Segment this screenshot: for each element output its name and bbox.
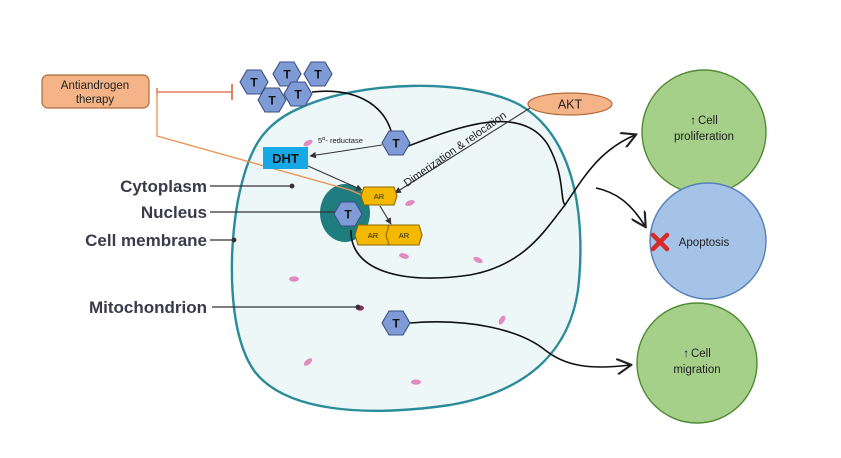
testosterone-label: T bbox=[392, 317, 400, 331]
mitochondrion bbox=[498, 315, 506, 325]
cell-membrane-shape bbox=[230, 84, 582, 412]
cell-migration-line1: ↑Cell bbox=[683, 348, 711, 360]
nucleus-label: Nucleus bbox=[141, 203, 207, 222]
cell-migration-circle bbox=[636, 302, 758, 424]
androgen-receptor-dimer: AR AR bbox=[354, 224, 423, 246]
ar-translocation-path bbox=[350, 135, 635, 279]
testosterone-label: T bbox=[392, 137, 400, 151]
cell-proliferation-line2: proliferation bbox=[674, 131, 734, 143]
testosterone-label: T bbox=[294, 88, 302, 102]
reductase-arrow bbox=[309, 144, 383, 159]
akt-to-ar-arrow bbox=[394, 107, 531, 194]
testosterone-hexagon: T bbox=[272, 61, 302, 87]
apoptosis-label: Apoptosis bbox=[679, 237, 730, 249]
right-loop-path bbox=[397, 120, 566, 206]
mitochondrion-pointer-dot bbox=[355, 304, 361, 310]
antiandrogen-therapy-box bbox=[41, 74, 150, 109]
cytoplasm-label: Cytoplasm bbox=[120, 177, 207, 196]
mitochondrion bbox=[303, 358, 313, 366]
testosterone-hexagon: T bbox=[303, 61, 333, 87]
apoptosis-circle bbox=[649, 182, 767, 300]
testosterone-hexagon-lower: T bbox=[381, 310, 411, 336]
cross-icon bbox=[650, 232, 670, 252]
ar-label: AR bbox=[399, 231, 410, 240]
apoptosis-path bbox=[595, 187, 645, 226]
dht-box bbox=[263, 147, 308, 169]
testosterone-hexagon: T bbox=[239, 69, 269, 95]
cytoplasm-pointer-dot bbox=[289, 183, 295, 189]
androgen-receptor: AR bbox=[385, 224, 423, 246]
androgen-receptor: AR bbox=[360, 186, 398, 206]
cell-membrane-label: Cell membrane bbox=[85, 231, 207, 250]
testosterone-cluster: T T T T T bbox=[239, 61, 333, 113]
testosterone-label: T bbox=[344, 208, 352, 222]
dht-label: DHT bbox=[272, 151, 299, 166]
ar-dimerization-arrow bbox=[379, 205, 392, 225]
mitochondrion bbox=[411, 379, 421, 385]
mitochondrion bbox=[303, 139, 313, 147]
mitochondrion bbox=[289, 276, 299, 282]
reductase-label: 5α- reductase bbox=[318, 136, 363, 145]
akt-label: AKT bbox=[558, 98, 583, 112]
testosterone-hexagon: T bbox=[283, 81, 313, 107]
testosterone-entry-path bbox=[311, 90, 394, 139]
mitochondrion bbox=[399, 253, 409, 259]
testosterone-label: T bbox=[250, 76, 258, 90]
mitochondrion-label: Mitochondrion bbox=[89, 298, 207, 317]
ar-label: AR bbox=[374, 192, 385, 201]
migration-path bbox=[409, 321, 630, 367]
mitochondrion bbox=[473, 256, 483, 264]
mitochondrion bbox=[405, 200, 415, 206]
cell-migration-line2: migration bbox=[673, 364, 720, 376]
testosterone-label: T bbox=[314, 68, 322, 82]
antiandrogen-therapy-line1: Antiandrogen bbox=[61, 80, 129, 92]
testosterone-hexagon: T bbox=[257, 87, 287, 113]
dht-to-ar-arrow bbox=[307, 165, 363, 191]
akt-oval bbox=[527, 92, 613, 116]
cell-membrane-pointer-dot bbox=[231, 237, 237, 243]
therapy-to-ar-line bbox=[156, 92, 365, 197]
testosterone-hexagon-cytoplasm: T bbox=[381, 130, 411, 156]
testosterone-hexagon-nucleus: T bbox=[333, 201, 363, 227]
cell-proliferation-line1: ↑Cell bbox=[690, 115, 718, 127]
antiandrogen-therapy-line2: therapy bbox=[76, 94, 115, 106]
ar-label: AR bbox=[368, 231, 379, 240]
androgen-receptor: AR bbox=[354, 224, 392, 246]
testosterone-label: T bbox=[283, 68, 291, 82]
testosterone-label: T bbox=[268, 94, 276, 108]
